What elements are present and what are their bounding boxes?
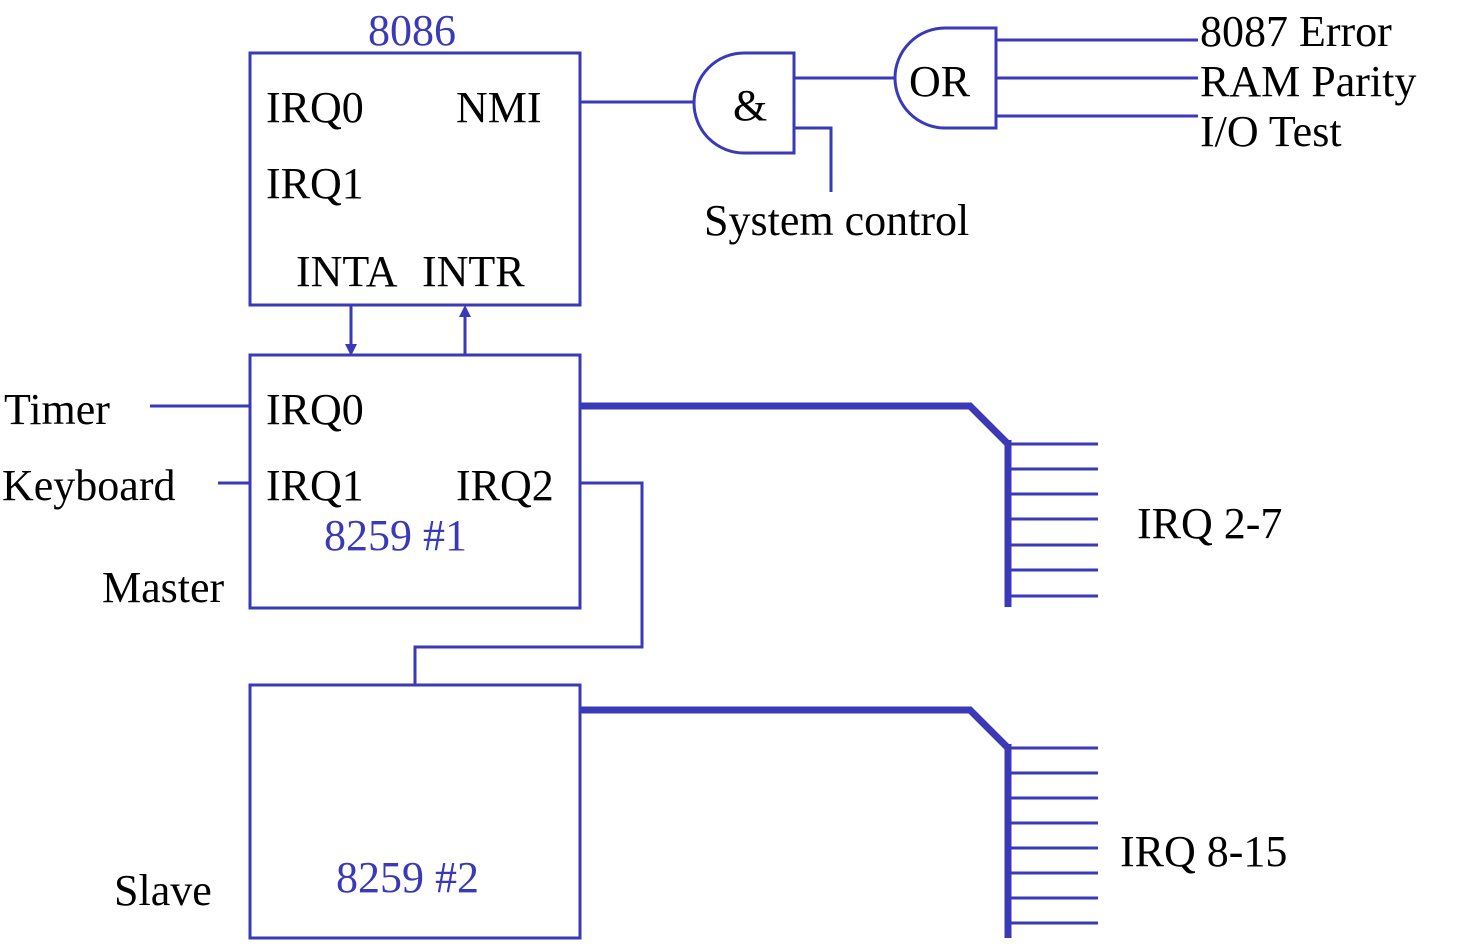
timer-label: Timer [4, 385, 110, 434]
cpu-nmi-label: NMI [456, 83, 542, 132]
intr-arrow-head [459, 305, 471, 317]
and-gate [692, 51, 796, 155]
system-control-label: System control [704, 196, 969, 245]
slave-role-label: Slave [114, 866, 212, 915]
cpu-title: 8086 [368, 6, 456, 55]
cpu-irq0-label: IRQ0 [266, 83, 364, 132]
slave-chip-label: 8259 #2 [336, 853, 479, 902]
cpu-inta-label: INTA [296, 247, 398, 296]
system-control-line [794, 126, 833, 192]
master-chip-label: 8259 #1 [324, 511, 467, 560]
nmi-source-io-test: I/O Test [1200, 107, 1342, 156]
master-role-label: Master [102, 563, 225, 612]
nmi-source-8087-error: 8087 Error [1200, 7, 1392, 56]
nmi-source-ram-parity: RAM Parity [1200, 57, 1416, 106]
or-gate [893, 26, 998, 130]
keyboard-label: Keyboard [2, 461, 176, 510]
master-bus-line [580, 402, 1011, 447]
inta-arrow-head [345, 344, 357, 356]
master-irq0-label: IRQ0 [266, 385, 364, 434]
master-8259-box [248, 353, 582, 610]
cpu-8086-box [248, 51, 582, 307]
master-bus-label: IRQ 2-7 [1137, 499, 1282, 548]
or-gate-label: OR [909, 57, 971, 106]
cpu-intr-label: INTR [422, 247, 525, 296]
and-gate-label: & [733, 81, 767, 130]
slave-bus-label: IRQ 8-15 [1120, 827, 1287, 876]
cpu-irq1-label: IRQ1 [266, 159, 364, 208]
slave-bus-line [580, 706, 1011, 751]
master-irq1-label: IRQ1 [266, 461, 364, 510]
master-irq2-label: IRQ2 [456, 461, 554, 510]
cascade-line [413, 481, 644, 685]
slave-8259-box [248, 683, 582, 940]
